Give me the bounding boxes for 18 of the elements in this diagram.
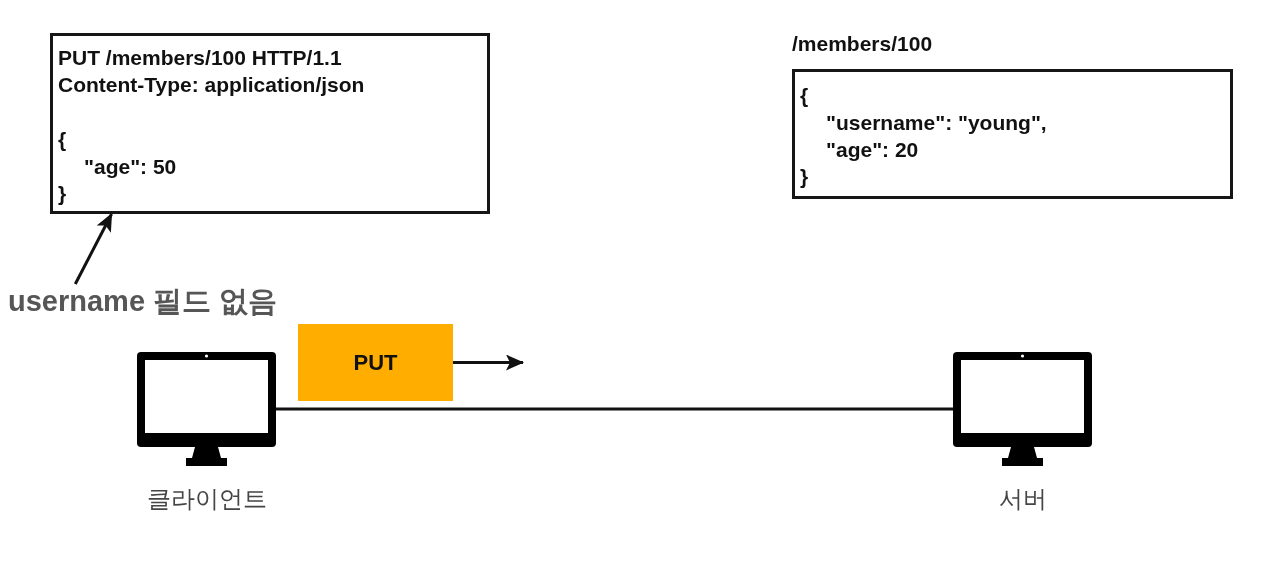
code-line: "username": "young", (826, 110, 1047, 136)
http-request-box (50, 33, 490, 214)
request-method-box: PUT (298, 324, 453, 401)
code-line: { (58, 127, 67, 153)
device-label: 클라이언트 (146, 484, 267, 514)
code-line: } (800, 164, 809, 190)
code-line: PUT /members/100 HTTP/1.1 (58, 45, 342, 71)
arrow (453, 354, 524, 371)
code-line: Content-Type: application/json (58, 72, 365, 98)
code-line: "age": 50 (84, 154, 177, 180)
code-line: } (58, 181, 67, 207)
resource-path-heading: /members/100 (792, 31, 933, 57)
code-line: { (800, 83, 809, 109)
leader-arrow (73, 213, 113, 285)
connector-line (276, 407, 953, 411)
annotation-text: username 필드 없음 (8, 284, 278, 318)
device-label: 서버 (998, 484, 1047, 514)
code-line: "age": 20 (826, 137, 919, 163)
